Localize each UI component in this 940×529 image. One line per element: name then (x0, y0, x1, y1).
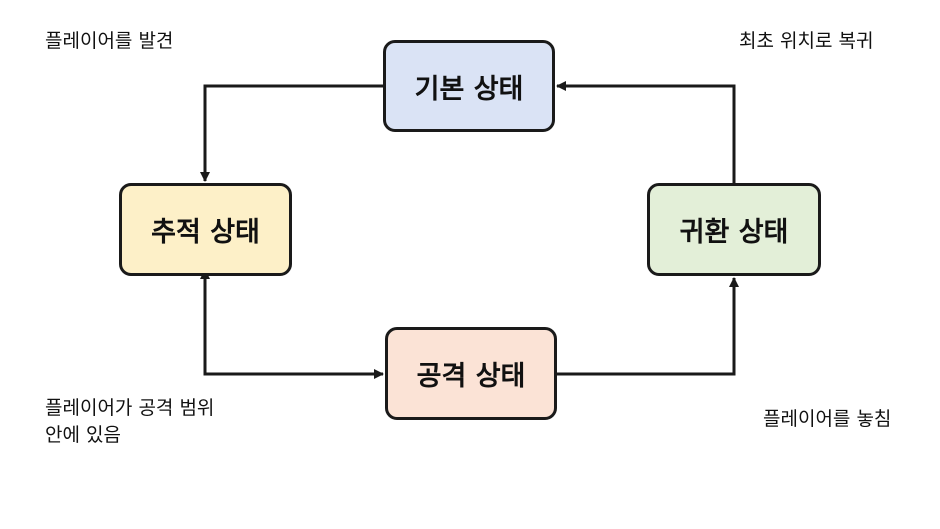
state-default-label: 기본 상태 (414, 73, 524, 105)
state-return-label: 귀환 상태 (679, 217, 789, 248)
state-attack-label: 공격 상태 (416, 361, 526, 392)
transition-label-player-detected: 플레이어를 발견 (45, 30, 174, 52)
arrow-attack-to-return (557, 277, 739, 376)
transition-label-player-lost: 플레이어를 놓침 (763, 408, 892, 430)
state-chase-label: 추적 상태 (151, 217, 260, 248)
arrow-default-to-chase (200, 84, 383, 182)
arrow-return-to-default (556, 81, 736, 183)
transition-label-attack-range-line2: 안에 있음 (45, 424, 121, 446)
state-default: 기본 상태 (383, 40, 555, 132)
state-attack: 공격 상태 (385, 327, 557, 420)
state-return: 귀환 상태 (647, 183, 821, 276)
state-chase: 추적 상태 (119, 183, 292, 276)
transition-label-attack-range-line1: 플레이어가 공격 범위 (45, 397, 215, 419)
transition-label-return-to-origin: 최초 위치로 복귀 (739, 30, 874, 52)
arrow-chase-attack-bidirectional (200, 269, 384, 379)
